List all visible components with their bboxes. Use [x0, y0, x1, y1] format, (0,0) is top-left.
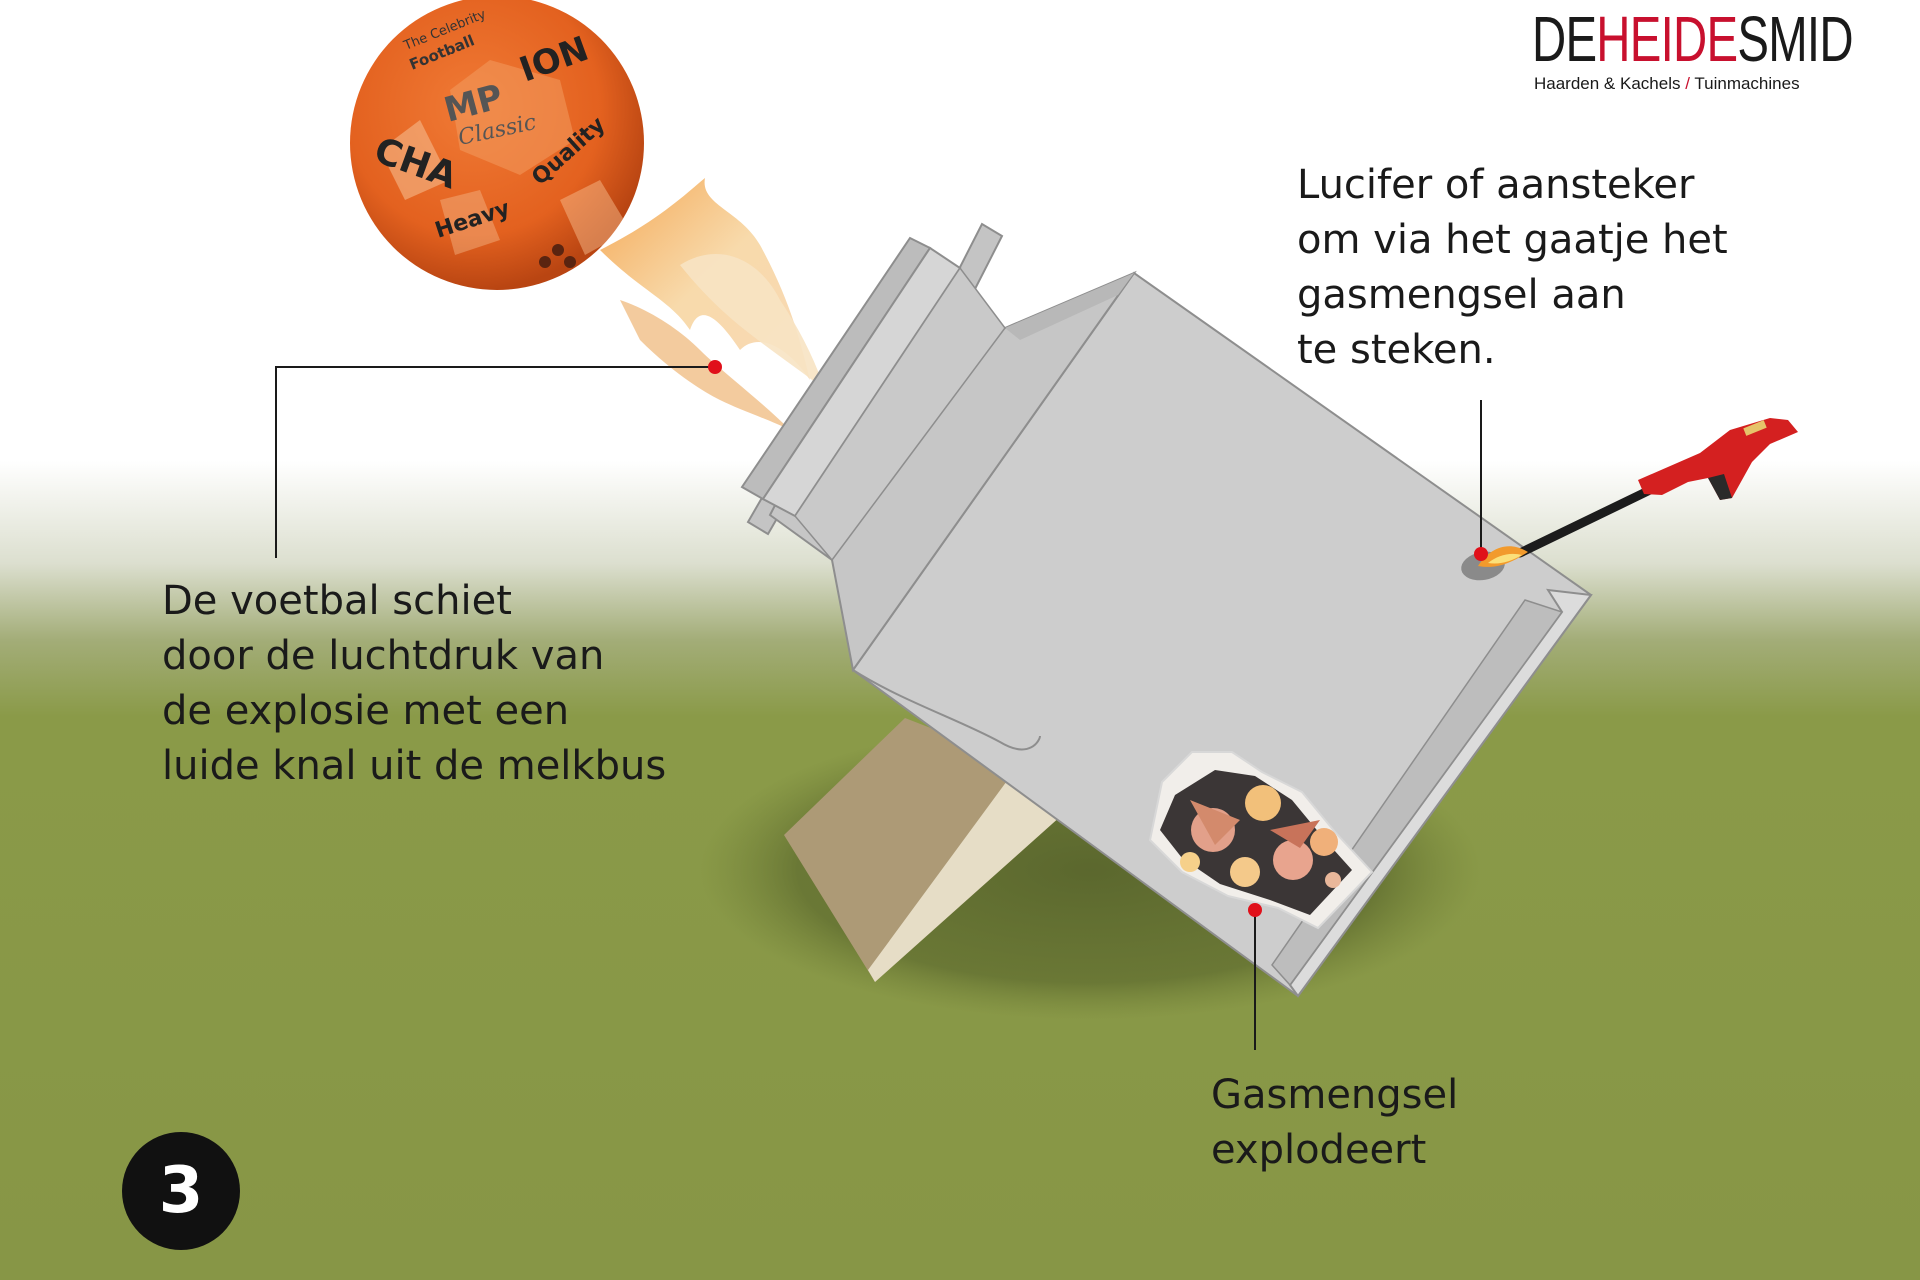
logo-tagline-separator: / [1685, 74, 1690, 93]
label-gas-explodes: Gasmengsel explodeert [1211, 1072, 1459, 1173]
callout-gas-dot [1248, 903, 1262, 917]
gas-explosion [1148, 751, 1374, 930]
logo-part-de: DE [1532, 3, 1597, 75]
callout-lighter [1474, 400, 1488, 561]
label-lighter-instruction: Lucifer of aansteker om via het gaatje h… [1297, 162, 1728, 373]
logo-wordmark: DEHEIDESMID [1532, 3, 1854, 75]
label-football-shoots: De voetbal schiet door de luchtdruk van … [162, 578, 667, 789]
flame-trail [600, 178, 825, 430]
callout-gas [1248, 903, 1262, 1050]
logo-tagline-right: Tuinmachines [1694, 74, 1800, 93]
football-icon: CHA MP ION Classic Quality Heavy Footbal… [350, 0, 644, 290]
logo-part-heide: HEIDE [1596, 3, 1738, 75]
logo-tagline-left: Haarden & Kachels [1534, 74, 1681, 93]
callout-lighter-dot [1474, 547, 1488, 561]
milk-can [740, 222, 1593, 998]
logo-tagline: Haarden & Kachels / Tuinmachines [1534, 74, 1842, 94]
callout-ball [275, 360, 722, 558]
brand-logo: DEHEIDESMID Haarden & Kachels / Tuinmach… [1532, 3, 1854, 94]
lighter-icon [1478, 418, 1798, 567]
callout-ball-dot [708, 360, 722, 374]
step-number-badge: 3 [122, 1132, 240, 1250]
logo-part-smid: SMID [1737, 3, 1853, 75]
